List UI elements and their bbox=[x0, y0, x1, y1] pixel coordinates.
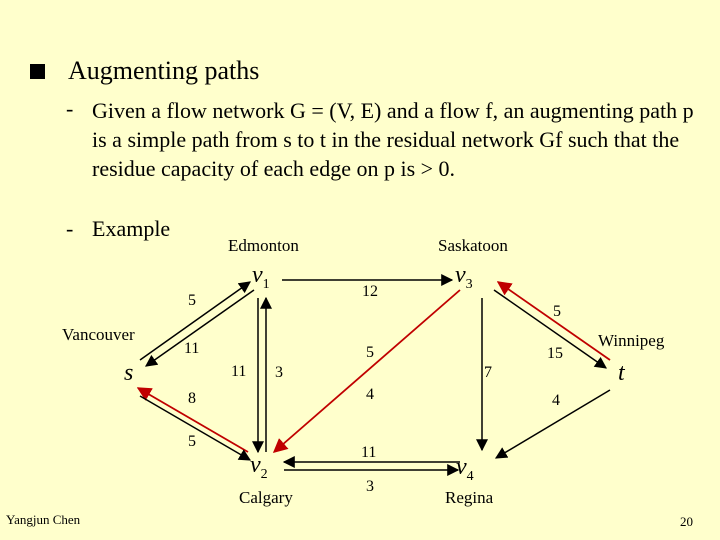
city-label-vancouver: Vancouver bbox=[62, 325, 135, 344]
capacity-v4-v2-under: 3 bbox=[366, 478, 374, 495]
capacity-s-v2-bottom: 5 bbox=[188, 433, 196, 450]
edge-t-v4 bbox=[494, 389, 611, 459]
city-label-saskatoon: Saskatoon bbox=[438, 236, 508, 255]
node-s: s bbox=[124, 360, 134, 386]
edge-s-v1-top bbox=[139, 281, 251, 361]
capacity-s-v1-top: 5 bbox=[188, 292, 196, 309]
description-text: Given a flow network G = (V, E) and a fl… bbox=[92, 98, 694, 181]
edge-v2-s-red bbox=[136, 387, 249, 453]
edge-v1-s-bottom bbox=[145, 289, 255, 367]
capacity-v3-t-top: 5 bbox=[553, 303, 561, 320]
node-v2: v2 bbox=[250, 452, 268, 482]
bullet-square-icon bbox=[30, 64, 45, 79]
slide-heading: Augmenting paths bbox=[68, 56, 260, 85]
capacity-t-v4: 4 bbox=[552, 392, 560, 409]
capacity-v1-v2-left: 11 bbox=[231, 363, 247, 380]
author-footer: Yangjun Chen bbox=[6, 512, 81, 527]
capacity-v3-t-bottom: 15 bbox=[547, 345, 563, 362]
capacity-s-v2-top: 8 bbox=[188, 390, 196, 407]
city-label-calgary: Calgary bbox=[239, 488, 293, 507]
capacity-v4-v2-bottom: 11 bbox=[361, 444, 377, 461]
capacity-v4-v2-top: 4 bbox=[366, 386, 374, 403]
node-v4: v4 bbox=[456, 454, 474, 484]
dash-bullet: - bbox=[66, 216, 74, 241]
edge-s-v2 bbox=[139, 395, 252, 461]
edge-t-v3-red bbox=[496, 281, 611, 361]
example-label: Example bbox=[92, 216, 171, 241]
edge-v3-v2-red bbox=[272, 289, 461, 453]
edge-v3-t bbox=[493, 289, 607, 369]
capacity-v3-v4: 7 bbox=[484, 364, 492, 381]
capacity-v1-v3: 12 bbox=[362, 283, 378, 300]
node-v1: v1 bbox=[252, 262, 270, 292]
city-label-winnipeg: Winnipeg bbox=[598, 331, 665, 350]
node-t: t bbox=[618, 360, 625, 386]
capacity-v1-v2-right: 3 bbox=[275, 364, 283, 381]
city-label-edmonton: Edmonton bbox=[228, 236, 299, 255]
capacity-s-v1-bottom: 11 bbox=[184, 340, 200, 357]
page-number: 20 bbox=[680, 514, 693, 529]
city-label-regina: Regina bbox=[445, 488, 494, 507]
capacity-v3-v2: 5 bbox=[366, 344, 374, 361]
dash-bullet: - bbox=[66, 96, 74, 121]
node-v3: v3 bbox=[455, 262, 473, 292]
